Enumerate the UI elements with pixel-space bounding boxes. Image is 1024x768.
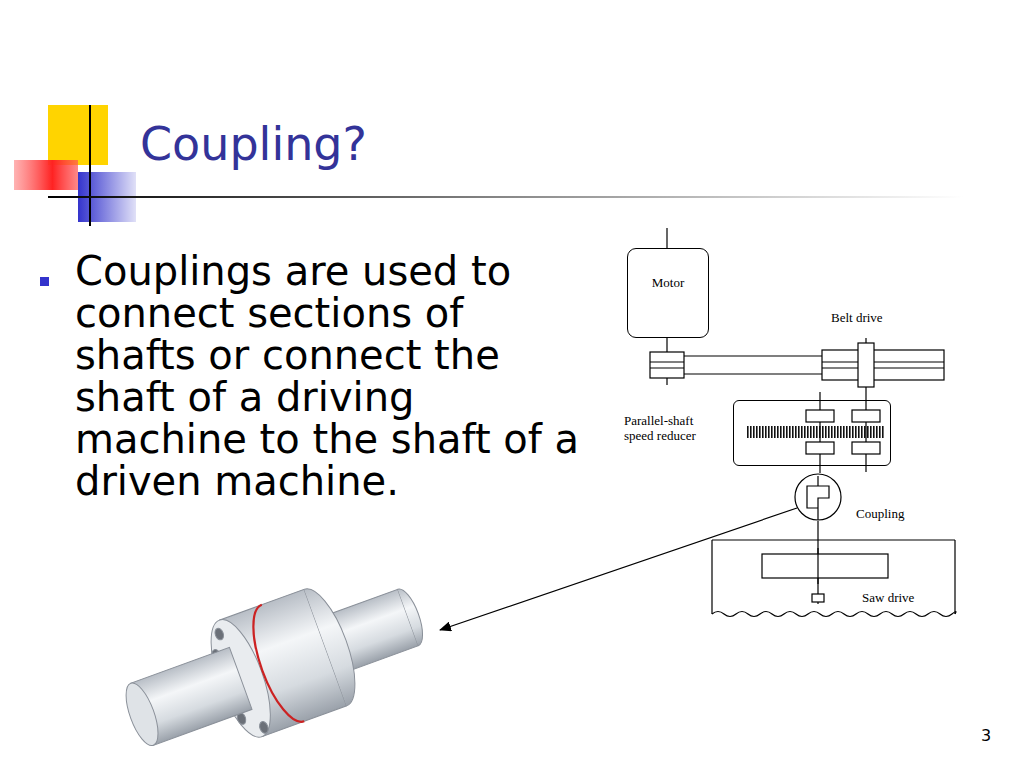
pulley-groove <box>822 361 944 362</box>
motor-box: Motor <box>627 248 709 338</box>
saw-drive-housing: Saw drive <box>710 538 957 618</box>
deco-square <box>48 105 108 165</box>
belt <box>684 373 822 374</box>
deco-line <box>89 105 91 226</box>
pulley-groove <box>650 367 684 368</box>
pulley-groove <box>822 367 944 368</box>
saw-shaft <box>817 521 818 604</box>
page-number: 3 <box>981 727 991 745</box>
deco-bar <box>14 160 78 190</box>
bolt <box>258 720 270 734</box>
leader-arrow <box>440 508 797 630</box>
slide-title: Coupling? <box>140 116 367 172</box>
break-line <box>712 612 956 617</box>
gear <box>852 410 880 422</box>
belt <box>684 355 822 356</box>
node-label: Parallel-shaft speed reducer <box>624 413 722 443</box>
circle-outline <box>794 473 842 521</box>
bullet-square <box>40 277 49 286</box>
circle-outline <box>795 474 841 520</box>
title-rule <box>48 196 963 198</box>
reducer-housing: Parallel-shaft speed reducer <box>733 400 891 466</box>
node-label: Motor <box>628 275 708 290</box>
gear <box>806 410 834 422</box>
pulley-hub <box>858 343 874 387</box>
coupling-illustration <box>110 555 440 768</box>
shaft-end <box>398 586 429 646</box>
bearing <box>812 594 824 602</box>
coupling-circle: Coupling <box>794 473 842 521</box>
gear <box>852 442 880 454</box>
gear <box>806 442 834 454</box>
saw-shaft <box>817 548 818 584</box>
part-label: Belt drive <box>831 310 883 325</box>
node-label: Saw drive <box>862 590 914 605</box>
saw-disc <box>762 554 888 578</box>
coupling-symbol <box>807 476 829 520</box>
saw-housing <box>712 540 955 614</box>
flange-edge <box>304 582 367 706</box>
drive-schematic <box>650 228 956 617</box>
motor-shaft <box>666 228 667 248</box>
large-pulley <box>822 350 944 380</box>
bolt <box>213 627 225 641</box>
shaft-end <box>119 679 164 749</box>
node-label: Coupling <box>856 506 904 521</box>
small-pulley <box>650 352 684 378</box>
pulley-groove <box>650 361 684 362</box>
bullet-text: Couplings are used to connect sections o… <box>75 250 580 502</box>
gear-teeth <box>746 426 884 438</box>
